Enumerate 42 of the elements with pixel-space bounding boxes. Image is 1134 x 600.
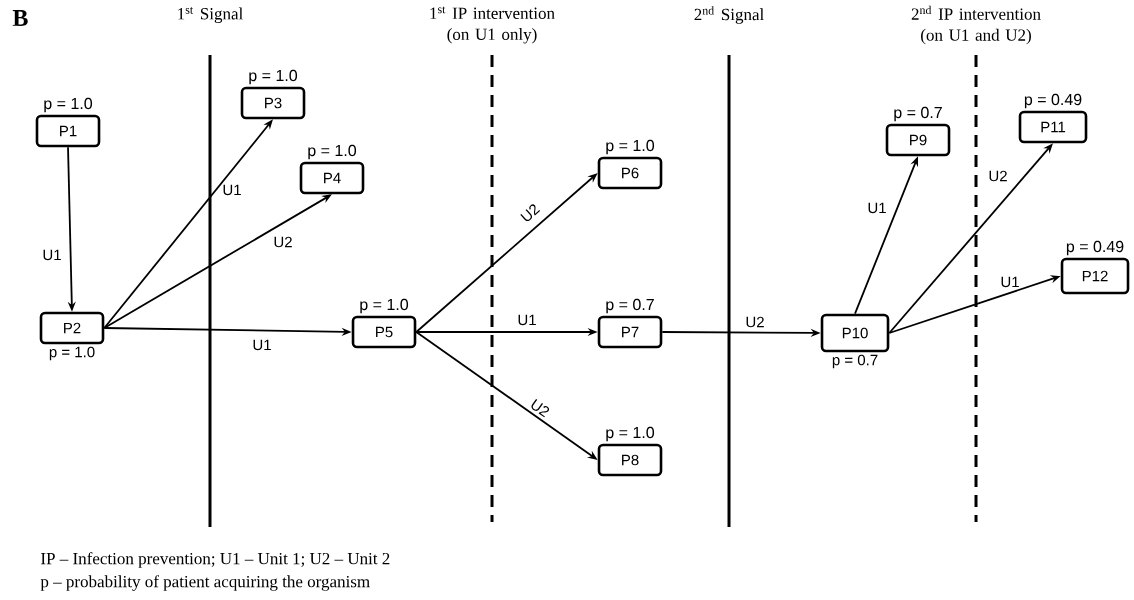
probability-label: p = 1.0: [606, 426, 655, 442]
probability-label: p = 1.0: [249, 69, 298, 85]
probability-label: p = 0.7: [832, 354, 878, 369]
process-box: P9: [885, 123, 951, 157]
process-box: P6: [597, 156, 663, 190]
process-box: P12: [1060, 257, 1130, 295]
probability-label: p = 1.0: [606, 139, 655, 155]
process-box: P1: [35, 114, 101, 148]
edge-label: U1: [518, 314, 536, 326]
probability-label: p = 0.7: [894, 106, 942, 122]
edge-label: U2: [274, 236, 292, 248]
process-box: P2: [39, 311, 105, 345]
edge-label: U1: [253, 339, 271, 351]
column-heading: 1$^{st}$ IP intervention (on U1 only): [430, 6, 555, 44]
column-heading: 2$^{nd}$ Signal: [694, 6, 764, 24]
edge-label: U2: [531, 398, 550, 418]
process-box: P8: [597, 443, 663, 477]
edge-label: U1: [223, 184, 241, 196]
process-box: P10: [820, 313, 890, 353]
process-box: P7: [597, 315, 663, 349]
column-heading: 1$^{st}$ Signal: [178, 7, 243, 23]
probability-label: p = 0.49: [1024, 93, 1082, 109]
edge-label: U1: [868, 202, 886, 214]
edge-label: U1: [1001, 276, 1019, 288]
column-heading: 2$^{nd}$ IP intervention (on U1 and U2): [911, 5, 1041, 45]
process-box: P5: [351, 315, 417, 349]
edge-label: U2: [520, 204, 541, 222]
probability-label: p = 0.49: [1066, 240, 1124, 256]
probability-label: p = 0.7: [606, 298, 654, 314]
panel-letter: B: [12, 10, 28, 26]
probability-label: p = 1.0: [44, 97, 93, 113]
process-box: P3: [240, 86, 306, 120]
edge-label: U2: [746, 316, 764, 328]
probability-label: p = 1.0: [360, 298, 409, 314]
process-box: P11: [1018, 110, 1088, 144]
footnote: p – probability of patient acquiring the organism: [40, 575, 370, 591]
edge-label: U2: [989, 170, 1007, 182]
process-box: P4: [299, 161, 365, 195]
footnote: IP – Infection prevention; U1 – Unit 1; U2 – Unit 2: [41, 552, 390, 568]
probability-label: p = 1.0: [49, 346, 95, 361]
edge-label: U1: [43, 249, 61, 261]
probability-label: p = 1.0: [308, 144, 357, 160]
